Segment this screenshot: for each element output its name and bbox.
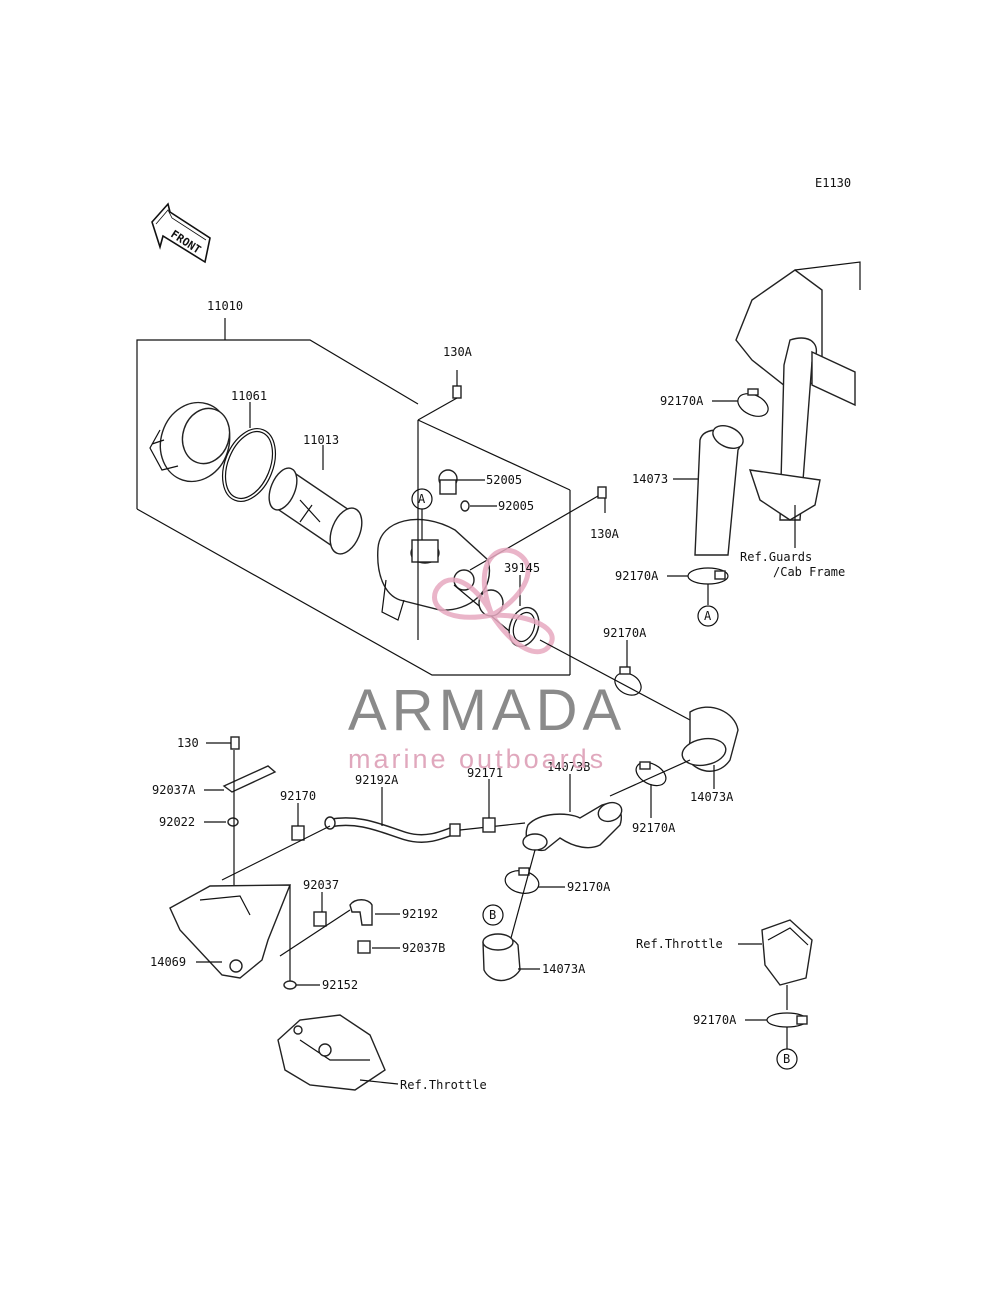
label-11061: 11061	[231, 389, 267, 403]
label-92037b: 92037B	[402, 941, 445, 955]
connector-a-bottom	[697, 605, 719, 627]
intake-hose-14073	[694, 424, 744, 556]
label-11010: 11010	[207, 299, 243, 313]
label-92170a-upper: 92170A	[660, 394, 704, 408]
breather-hose-92192a	[324, 816, 461, 843]
label-92170a-lower-right: 92170A	[615, 569, 659, 583]
label-92037a: 92037A	[152, 783, 196, 797]
throttle-body-right	[761, 919, 813, 986]
label-92170a-mid-right: 92170A	[632, 821, 676, 835]
clip-92037b	[357, 940, 371, 954]
diagram-code: E1130	[815, 176, 851, 190]
ref-guards-line2: /Cab Frame	[773, 565, 845, 579]
washer-92022	[227, 817, 239, 827]
label-14073b: 14073B	[547, 760, 590, 774]
label-14073a-lower: 14073A	[542, 962, 586, 976]
label-39145: 39145	[504, 561, 540, 575]
clip-92171	[482, 817, 496, 833]
connector-b-left-label: B	[489, 908, 496, 922]
clamp-92170a-lower	[504, 867, 540, 894]
clamp-92170a-upper	[737, 388, 769, 417]
label-130a-top: 130A	[443, 345, 473, 359]
label-92152: 92152	[322, 978, 358, 992]
connector-b-right-label: B	[783, 1052, 790, 1066]
label-92192a: 92192A	[355, 773, 399, 787]
label-92192: 92192	[402, 907, 438, 921]
joint-hose-14073b	[522, 801, 623, 852]
hose-14073a-lower	[482, 933, 521, 982]
label-130: 130	[177, 736, 199, 750]
clamp-92170a-lower-right	[687, 567, 729, 585]
label-92037: 92037	[303, 878, 339, 892]
ref-throttle-bottom: Ref.Throttle	[400, 1078, 487, 1092]
clamp-92170a-bottom-right	[766, 1012, 808, 1028]
bolt-130a-top	[417, 370, 462, 640]
label-52005: 52005	[486, 473, 522, 487]
label-92170a-lower: 92170A	[567, 880, 611, 894]
air-cleaner-assembly-group	[136, 318, 607, 676]
ref-guards-line1: Ref.Guards	[740, 550, 812, 564]
label-92170a-bottom-right: 92170A	[693, 1013, 737, 1027]
ref-throttle-right: Ref.Throttle	[636, 937, 723, 951]
connector-b-right	[776, 1048, 798, 1070]
label-130a-right: 130A	[590, 527, 620, 541]
air-filter-element	[268, 467, 363, 555]
label-92005: 92005	[498, 499, 534, 513]
throttle-body-bottom	[277, 1014, 386, 1091]
clip-92170	[291, 825, 305, 841]
connector-a-top-label: A	[418, 492, 426, 506]
bracket-14069	[169, 884, 292, 979]
watermark-brand: ARMADA	[348, 678, 626, 743]
clamp-92170a-mid-right	[635, 761, 667, 787]
front-arrow-icon: FRONT	[151, 202, 211, 264]
elbow-14073a-upper	[681, 706, 739, 772]
hose-92192	[349, 899, 373, 926]
clip-92037	[313, 911, 327, 927]
plug-92005	[460, 500, 470, 512]
watermark-tagline: marine outboards	[348, 744, 606, 774]
label-92170a-middle: 92170A	[603, 626, 647, 640]
label-92022: 92022	[159, 815, 195, 829]
label-92170: 92170	[280, 789, 316, 803]
connector-b-left	[482, 904, 504, 926]
clamp-92170a-middle	[614, 666, 642, 696]
label-11013: 11013	[303, 433, 339, 447]
grommet-92152	[283, 980, 297, 990]
label-14073a-upper: 14073A	[690, 790, 734, 804]
connector-a-bottom-label: A	[704, 609, 712, 623]
label-92171: 92171	[467, 766, 503, 780]
label-14073: 14073	[632, 472, 668, 486]
bolt-130	[230, 736, 240, 750]
cab-frame-reference	[735, 261, 861, 548]
air-cleaner-cover	[149, 401, 231, 483]
label-14069: 14069	[150, 955, 186, 969]
o-ring	[221, 428, 277, 502]
bracket-92037a	[222, 765, 277, 793]
